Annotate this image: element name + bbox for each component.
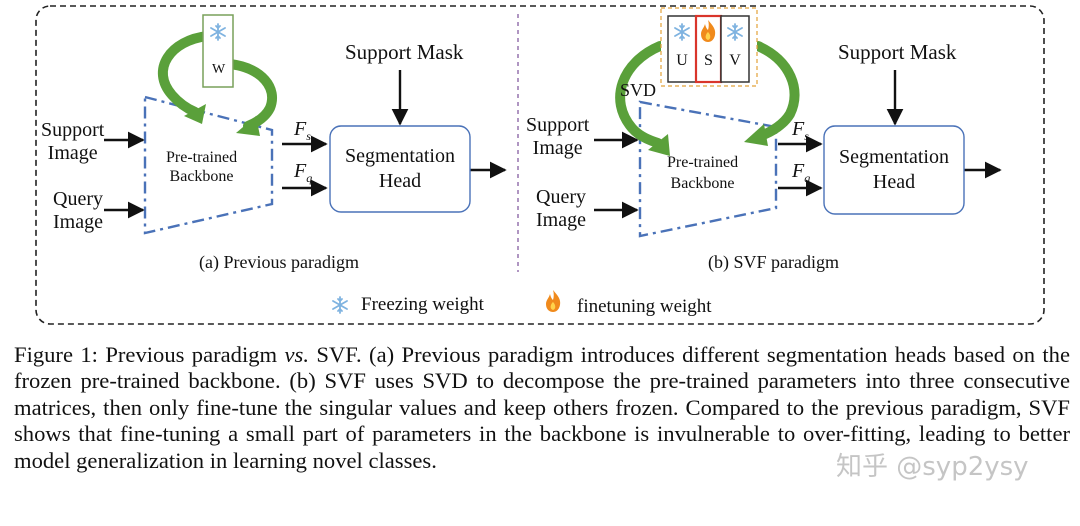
- query-image-line2-b: Image: [536, 209, 586, 231]
- svd-label: SVD: [620, 80, 657, 100]
- backbone-shape-a: [143, 95, 274, 235]
- watermark: 知乎 @syp2ysy: [836, 452, 1029, 482]
- seg-head-label-b: Segmentation Head: [824, 145, 964, 195]
- caption-part2: SVF. (a) Previous paradigm introduces di…: [14, 342, 1070, 473]
- seg-head-box-b: [823, 125, 965, 215]
- backbone-label-a: Pre-trained Backbone: [166, 148, 237, 186]
- support-image-line2-a: Image: [47, 142, 98, 164]
- query-image-line1-b: Query: [536, 186, 586, 208]
- seg-head-box-a: [329, 125, 471, 213]
- figure-caption: Figure 1: Previous paradigm vs. SVF. (a)…: [14, 342, 1070, 474]
- support-image-label-a: Support Image: [41, 119, 104, 165]
- fq-symbol-a: F: [294, 160, 307, 182]
- legend-finetuning: finetuning weight: [577, 296, 712, 317]
- matrix-s: [694, 14, 723, 84]
- support-mask-label-b: Support Mask: [838, 40, 957, 64]
- backbone-line1-b: Pre-trained: [667, 154, 739, 171]
- backbone-shape-b: [638, 100, 778, 238]
- query-image-line2-a: Image: [53, 211, 103, 233]
- seg-head-line2-b: Head: [872, 171, 916, 193]
- green-arrowhead-b2: [744, 124, 768, 146]
- green-arrowhead-a1: [184, 104, 206, 124]
- green-arrowhead-a2: [236, 116, 260, 136]
- panel-a: [104, 14, 507, 235]
- fs-label-a: Fs: [294, 118, 311, 144]
- query-image-label-b: Query Image: [536, 186, 586, 232]
- fq-subscript-a: q: [306, 171, 313, 185]
- snowflake-icon: [332, 296, 348, 314]
- seg-head-line1-a: Segmentation: [345, 145, 455, 167]
- caption-vs: vs.: [284, 342, 309, 367]
- fs-subscript-a: s: [306, 129, 311, 143]
- fq-label-b: Fq: [792, 160, 810, 186]
- fq-symbol-b: F: [792, 160, 805, 182]
- caption-part1: Previous paradigm: [105, 342, 278, 367]
- support-image-label-b: Support Image: [526, 114, 589, 160]
- query-image-line1-a: Query: [53, 188, 103, 210]
- figure-label: Figure 1:: [14, 342, 98, 367]
- caption-a: (a) Previous paradigm: [199, 252, 359, 272]
- backbone-line1-a: Pre-trained: [166, 149, 238, 166]
- backbone-label-b: Pre-trained Backbone: [667, 152, 738, 194]
- weight-label-a: W: [212, 62, 226, 77]
- backbone-line2-b: Backbone: [670, 175, 735, 192]
- support-mask-label-a: Support Mask: [345, 40, 464, 64]
- seg-head-line2-a: Head: [378, 170, 422, 192]
- green-arc-right-a: [225, 59, 277, 131]
- support-image-line1-b: Support: [526, 114, 590, 136]
- fq-subscript-b: q: [804, 171, 811, 185]
- green-arc-right-b: [753, 41, 800, 141]
- caption-b: (b) SVF paradigm: [708, 252, 839, 272]
- green-arc-left-a: [157, 31, 213, 117]
- green-arc-left-b: [615, 41, 665, 148]
- support-image-line1-a: Support: [41, 119, 105, 141]
- matrix-v-label: V: [729, 52, 741, 69]
- matrix-u-label: U: [676, 52, 688, 69]
- green-arrowhead-b1: [648, 134, 670, 156]
- seg-head-line1-b: Segmentation: [839, 146, 949, 168]
- flame-icon: [546, 290, 561, 312]
- seg-head-label-a: Segmentation Head: [330, 144, 470, 194]
- fq-label-a: Fq: [294, 160, 312, 186]
- fs-label-b: Fs: [792, 118, 809, 144]
- fs-subscript-b: s: [804, 129, 809, 143]
- panel-b: [594, 7, 1002, 238]
- fs-symbol-a: F: [294, 118, 307, 140]
- outer-frame: [35, 5, 1045, 325]
- legend-freezing: Freezing weight: [361, 294, 484, 315]
- support-image-line2-b: Image: [532, 137, 583, 159]
- matrix-s-label: S: [704, 52, 713, 69]
- figure-svg: [35, 5, 1045, 325]
- figure: Support Mask Support Image Query Image P…: [35, 5, 1045, 325]
- query-image-label-a: Query Image: [53, 188, 103, 234]
- backbone-line2-a: Backbone: [169, 168, 234, 185]
- fs-symbol-b: F: [792, 118, 805, 140]
